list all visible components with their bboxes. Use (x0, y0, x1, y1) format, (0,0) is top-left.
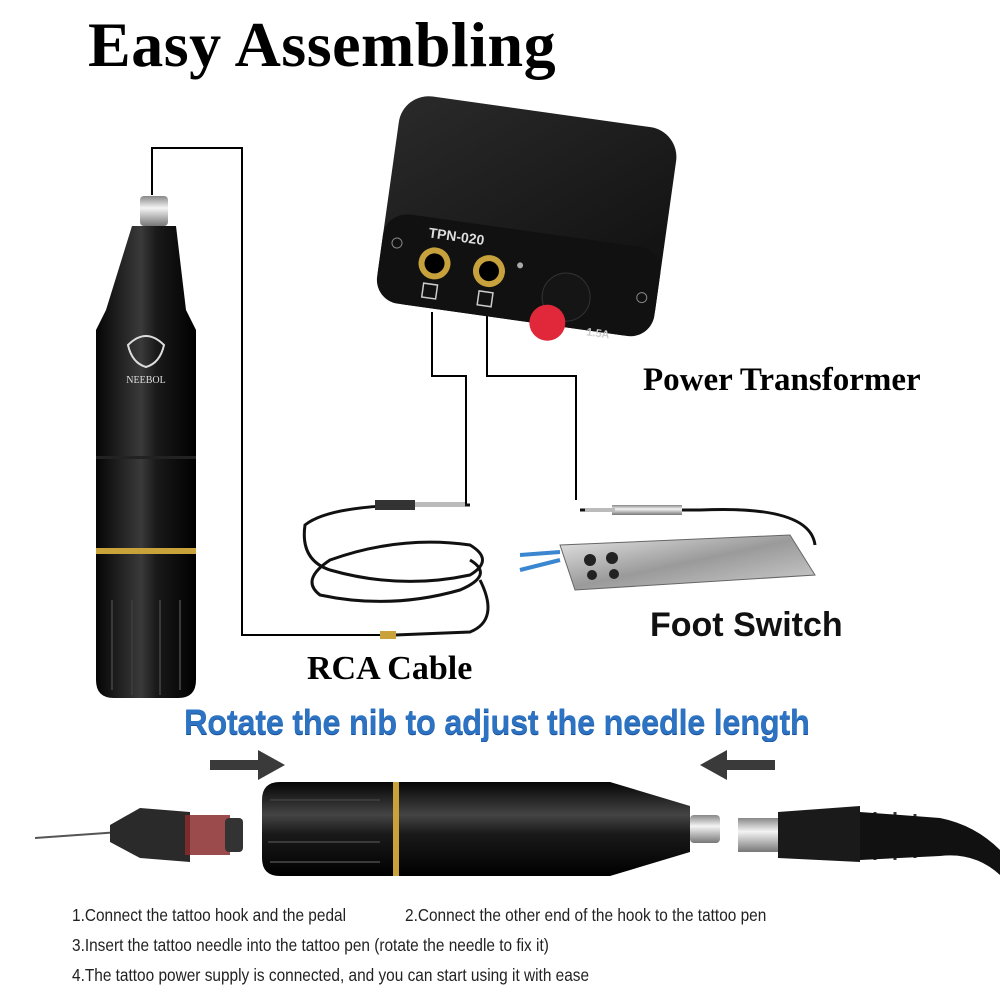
pedal-jack-line (486, 312, 577, 500)
tattoo-pen-horizontal (262, 782, 720, 876)
arrow-left-icon (700, 750, 775, 780)
rca-cable-label: RCA Cable (307, 650, 473, 687)
page-title: Easy Assembling (88, 9, 557, 80)
tattoo-pen-vertical: NEEBOL (96, 196, 196, 698)
foot-switch-label: Foot Switch (650, 606, 843, 644)
foot-switch (519, 505, 817, 591)
brand-text: NEEBOL (126, 375, 165, 386)
power-transformer-label: Power Transformer (643, 362, 921, 398)
power-transformer-box: TPN-020 1.5A (376, 96, 677, 341)
current-label: 1.5A (586, 326, 611, 341)
model-label: TPN-020 (428, 224, 486, 248)
step-4: 4.The tattoo power supply is connected, … (72, 965, 590, 985)
pen-to-rca-line (151, 147, 385, 636)
headline: Rotate the nib to adjust the needle leng… (184, 703, 810, 742)
dc-power-plug (738, 806, 1000, 875)
brand-logo (126, 335, 166, 369)
knob (529, 304, 566, 341)
arrow-right-icon (210, 750, 285, 780)
needle-cartridge (34, 808, 243, 862)
step-2: 2.Connect the other end of the hook to t… (405, 905, 767, 925)
connection-lines (151, 147, 577, 636)
clip-jack-line (431, 312, 467, 505)
rca-cable (302, 500, 490, 639)
step-1: 1.Connect the tattoo hook and the pedal (72, 905, 346, 925)
step-3: 3.Insert the tattoo needle into the tatt… (72, 935, 549, 955)
